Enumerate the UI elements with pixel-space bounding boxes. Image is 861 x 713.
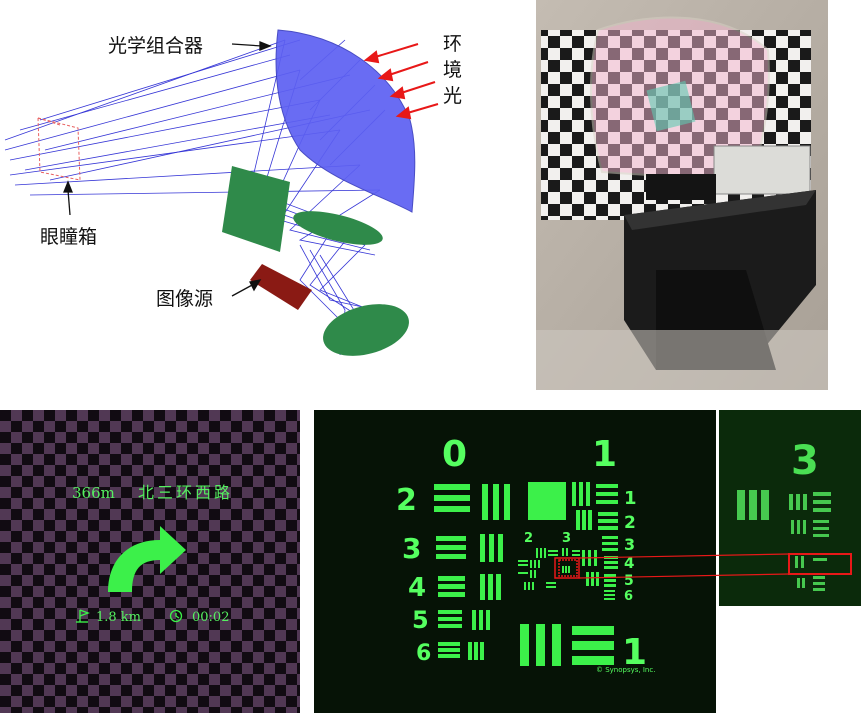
flag-icon — [76, 609, 90, 623]
optical-diagram-svg: 光学组合器 环 境 光 眼瞳箱 图像源 — [4, 29, 462, 356]
street-name: 北三环西路 — [138, 483, 233, 502]
right-element-5: 5 — [624, 573, 634, 589]
ambient-label-2: 境 — [443, 59, 462, 81]
eyebox-shape — [37, 117, 81, 181]
right-element-2: 2 — [624, 513, 636, 533]
bars-left-2 — [434, 484, 470, 512]
bottom-bar-group — [520, 624, 614, 666]
image-source-panel — [250, 264, 312, 310]
vbars-right — [572, 482, 599, 586]
zoom-highlight-box — [788, 553, 852, 575]
inner-group-3: 3 — [562, 531, 571, 546]
left-element-6: 6 — [416, 641, 431, 666]
hud-svg: 366m 北三环西路 1.8 km 00:02 — [0, 410, 300, 713]
group-label-1: 1 — [592, 434, 617, 475]
vbars-left — [468, 484, 510, 660]
right-element-3: 3 — [624, 535, 635, 554]
optical-combiner — [275, 29, 416, 213]
resolution-chart-svg: 0 1 2 3 4 5 6 2 — [396, 434, 655, 674]
square-target — [528, 482, 566, 520]
group-label-0: 0 — [442, 434, 467, 475]
resolution-test-chart: 0 1 2 3 4 5 6 2 — [314, 410, 716, 713]
inner-group-2: 2 — [524, 531, 533, 546]
highlight-box-small — [558, 559, 578, 577]
left-element-2: 2 — [396, 483, 417, 518]
eyebox-label: 眼瞳箱 — [40, 226, 97, 248]
zoom-group-label: 3 — [791, 438, 819, 484]
source-pointer — [231, 283, 255, 297]
elapsed-time: 00:02 — [192, 610, 229, 625]
prototype-photo-svg — [536, 0, 828, 390]
highlight-box — [554, 557, 580, 579]
fold-mirror — [222, 166, 290, 252]
ambient-label-1: 环 — [443, 33, 462, 55]
turn-right-arrow-icon — [108, 526, 186, 592]
left-element-4: 4 — [408, 573, 426, 603]
image-source-label: 图像源 — [156, 288, 213, 310]
eyebox-pointer — [67, 189, 71, 216]
prototype-photo — [536, 0, 828, 390]
zoom-svg: 3 — [737, 438, 852, 591]
copyright-credit: © Synopsys, Inc. — [596, 666, 655, 674]
bottom-group-label: 1 — [622, 632, 647, 673]
left-element-5: 5 — [412, 606, 429, 634]
right-element-4: 4 — [624, 554, 634, 572]
zoom-bars — [737, 490, 831, 591]
bars-left-6 — [438, 642, 460, 658]
combiner-label: 光学组合器 — [108, 35, 203, 57]
bars-left-5 — [438, 610, 462, 628]
inner-bars — [518, 548, 580, 590]
left-element-3: 3 — [402, 532, 421, 565]
bars-left-4 — [438, 576, 465, 597]
ambient-light-arrows — [363, 43, 439, 120]
distance-text: 366m — [72, 484, 115, 502]
clock-icon — [169, 609, 183, 623]
optical-diagram: 光学组合器 环 境 光 眼瞳箱 图像源 — [0, 0, 535, 395]
combiner-pointer — [231, 43, 263, 47]
right-element-6: 6 — [624, 589, 633, 604]
hbars-right — [596, 484, 618, 600]
bars-left-3 — [436, 536, 466, 559]
right-element-1: 1 — [624, 488, 637, 509]
lens-element — [293, 211, 383, 245]
remaining-distance: 1.8 km — [96, 610, 141, 625]
zoomed-inset: 3 — [719, 410, 861, 606]
hud-navigation-view: 366m 北三环西路 1.8 km 00:02 — [0, 410, 300, 713]
display-screen — [713, 145, 811, 195]
large-lens — [323, 304, 409, 356]
ambient-label-3: 光 — [443, 85, 462, 107]
